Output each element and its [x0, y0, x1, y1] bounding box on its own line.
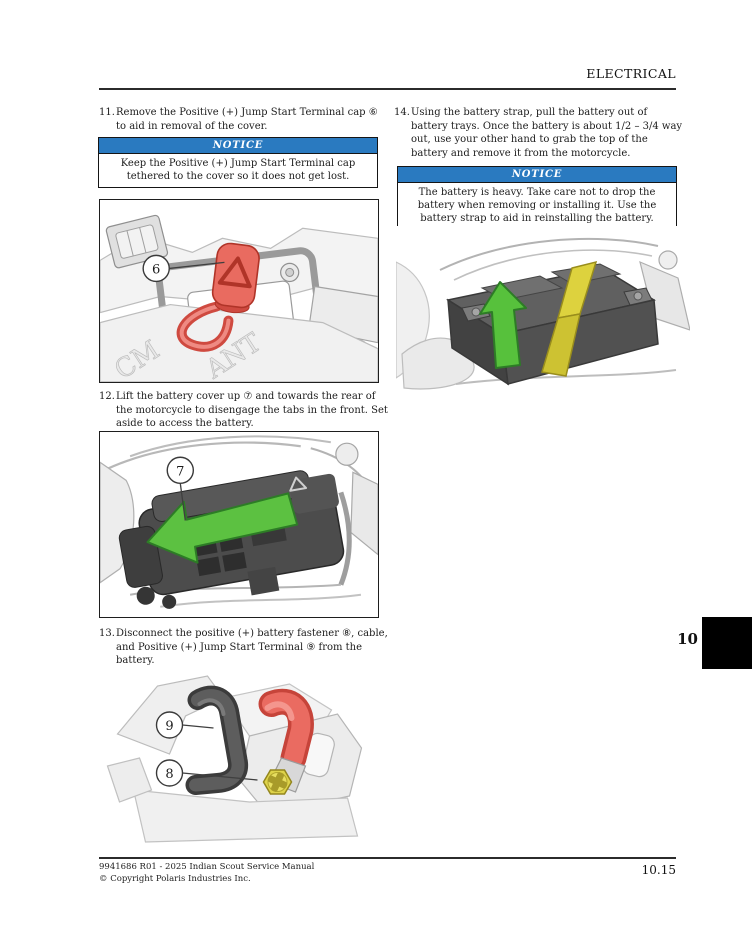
lower-panel — [100, 303, 378, 382]
connector-block — [105, 214, 169, 269]
positive-terminal-illustration: 9 8 — [106, 675, 363, 843]
callout-6-leader — [169, 261, 225, 270]
callout-6-number: 6 — [152, 262, 160, 277]
hose-line — [100, 441, 301, 474]
footer-doc-id: 9941686 R01 - 2025 Indian Scout Service … — [99, 862, 315, 872]
footer-page-number: 10.15 — [641, 863, 676, 877]
lower-hose — [160, 593, 362, 608]
battery-removal-illustration — [396, 237, 690, 390]
step-13-number: 13. — [99, 628, 115, 639]
footer-info: 9941686 R01 - 2025 Indian Scout Service … — [99, 862, 314, 885]
footer-copyright: © Copyright Polaris Industries Inc. — [99, 873, 251, 884]
step-13-text: Disconnect the positive (+) battery fast… — [116, 628, 388, 666]
step-14: 14. Using the battery strap, pull the ba… — [394, 106, 685, 160]
header-rule — [99, 88, 676, 90]
red-tether-highlight — [179, 304, 231, 349]
chapter-tab-block — [702, 617, 752, 669]
notice-1-label: NOTICE — [212, 140, 264, 151]
callout-9-leader — [182, 724, 214, 729]
notice-1-text: Keep the Positive (+) Jump Start Termina… — [120, 158, 356, 182]
jump-start-cap-illustration: CM ANT 6 — [100, 214, 378, 382]
step-11: 11. Remove the Positive (+) Jump Start T… — [99, 106, 388, 133]
frame-line — [439, 237, 659, 271]
warning-triangle-icon — [217, 256, 252, 289]
notice-2-label: NOTICE — [511, 169, 563, 180]
callout-8-number: 8 — [165, 767, 173, 782]
notice-1-header: NOTICE — [99, 138, 377, 154]
callout-7-circle — [166, 456, 195, 485]
lower-left-tab — [106, 757, 153, 803]
base-plate — [132, 789, 359, 843]
red-boot-highlight — [264, 701, 295, 721]
battery-cover-illustration: 7 — [100, 435, 378, 609]
step-11-number: 11. — [99, 107, 115, 118]
callout-7-number: 7 — [176, 464, 184, 479]
frame-boss — [335, 442, 359, 466]
cable — [338, 491, 352, 586]
green-lift-arrow — [479, 281, 527, 369]
yellow-battery-strap — [541, 260, 598, 377]
warning-triangle-icon — [289, 476, 308, 492]
step-12-number: 12. — [99, 391, 115, 402]
figure-positive-terminal: 9 8 — [99, 670, 379, 848]
bolt-center — [285, 267, 295, 277]
frame-member — [350, 471, 378, 556]
step-13: 13. Disconnect the positive (+) battery … — [99, 627, 391, 668]
step-12-text: Lift the battery cover up ⑦ and towards … — [116, 391, 388, 429]
notice-2-text: The battery is heavy. Take care not to d… — [417, 187, 657, 224]
page-title: ELECTRICAL — [586, 66, 676, 81]
callout-9-number: 9 — [165, 719, 173, 734]
footer-rule — [99, 857, 676, 859]
callout-8-leader — [182, 772, 258, 781]
callout-7-leader — [179, 483, 186, 521]
jump-start-terminal-cap — [211, 242, 260, 314]
notice-box-1: NOTICE Keep the Positive (+) Jump Start … — [98, 137, 378, 188]
step-14-text: Using the battery strap, pull the batter… — [411, 107, 683, 159]
terminal-strap — [189, 689, 245, 792]
step-12: 12. Lift the battery cover up ⑦ and towa… — [99, 390, 388, 431]
figure-battery-cover: 7 — [99, 431, 379, 618]
frame-line — [453, 249, 653, 281]
figure-jump-start-cap: CM ANT 6 — [99, 199, 379, 383]
step-14-number: 14. — [394, 107, 410, 118]
step-11-text: Remove the Positive (+) Jump Start Termi… — [116, 107, 378, 132]
terminal-strap-highlight — [197, 698, 226, 716]
callout-8-circle — [155, 759, 184, 787]
callout-6-circle — [142, 254, 170, 283]
lower-edge-line — [455, 369, 677, 385]
hose-line — [129, 435, 331, 458]
green-direction-arrow — [146, 492, 299, 564]
positive-battery-fastener — [262, 769, 293, 795]
notice-box-2: NOTICE The battery is heavy. Take care n… — [397, 166, 677, 230]
chapter-number: 10 — [677, 630, 698, 648]
notice-2-header: NOTICE — [398, 167, 676, 183]
callout-9-circle — [155, 711, 184, 739]
figure-battery-removal — [396, 226, 690, 390]
frame-boss — [658, 250, 678, 270]
